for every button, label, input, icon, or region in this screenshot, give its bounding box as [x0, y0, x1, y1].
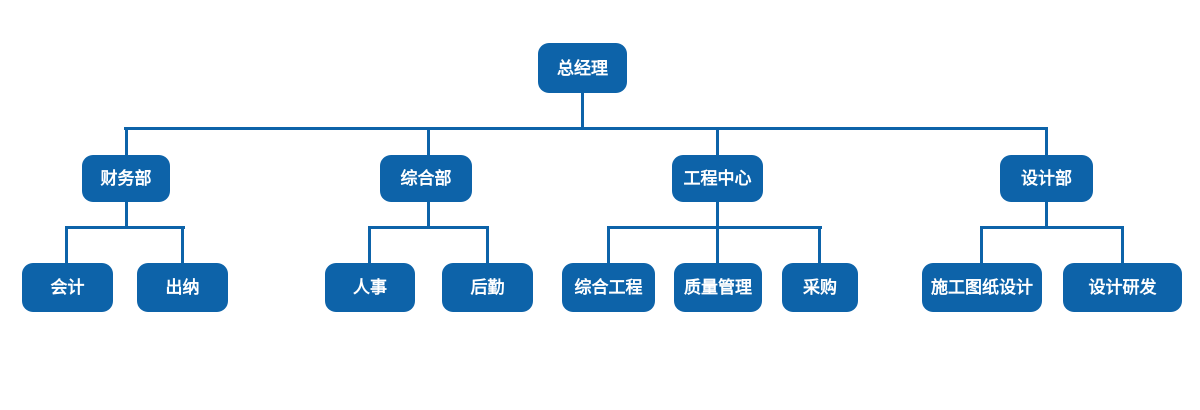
- connector-drop-quality-management: [716, 226, 719, 263]
- org-node-finance-dept: 财务部: [82, 155, 170, 202]
- org-node-hr: 人事: [325, 263, 415, 312]
- org-node-construction-drawing-design: 施工图纸设计: [922, 263, 1042, 312]
- connector-level1-bus: [124, 127, 1048, 130]
- org-node-procurement: 采购: [782, 263, 858, 312]
- connector-engineering-bus: [607, 226, 822, 229]
- connector-drop-hr: [368, 226, 371, 263]
- connector-drop-cashier: [181, 226, 184, 263]
- org-node-accounting: 会计: [22, 263, 113, 312]
- connector-drop-general-engineering: [607, 226, 610, 263]
- org-node-design-rd: 设计研发: [1063, 263, 1182, 312]
- connector-drop-procurement: [818, 226, 821, 263]
- org-node-general-affairs-dept: 综合部: [380, 155, 472, 202]
- connector-drop-general-affairs: [427, 127, 430, 155]
- org-node-cashier: 出纳: [137, 263, 228, 312]
- connector-finance-stem: [125, 202, 128, 229]
- connector-general-affairs-bus: [368, 226, 489, 229]
- connector-drop-design-rd: [1121, 226, 1124, 263]
- connector-design-bus: [980, 226, 1124, 229]
- connector-drop-logistics: [486, 226, 489, 263]
- connector-drop-construction-drawing: [980, 226, 983, 263]
- connector-root-trunk: [581, 93, 584, 129]
- org-node-logistics: 后勤: [442, 263, 533, 312]
- org-node-engineering-center: 工程中心: [672, 155, 763, 202]
- connector-drop-accounting: [65, 226, 68, 263]
- org-node-design-dept: 设计部: [1000, 155, 1093, 202]
- connector-drop-design: [1045, 127, 1048, 155]
- org-node-quality-management: 质量管理: [674, 263, 762, 312]
- connector-engineering-stem: [716, 202, 719, 229]
- connector-drop-finance: [125, 127, 128, 155]
- org-node-general-manager: 总经理: [538, 43, 627, 93]
- connector-finance-bus: [65, 226, 185, 229]
- org-node-general-engineering: 综合工程: [562, 263, 655, 312]
- connector-general-affairs-stem: [427, 202, 430, 229]
- connector-design-stem: [1045, 202, 1048, 229]
- connector-drop-engineering: [716, 127, 719, 155]
